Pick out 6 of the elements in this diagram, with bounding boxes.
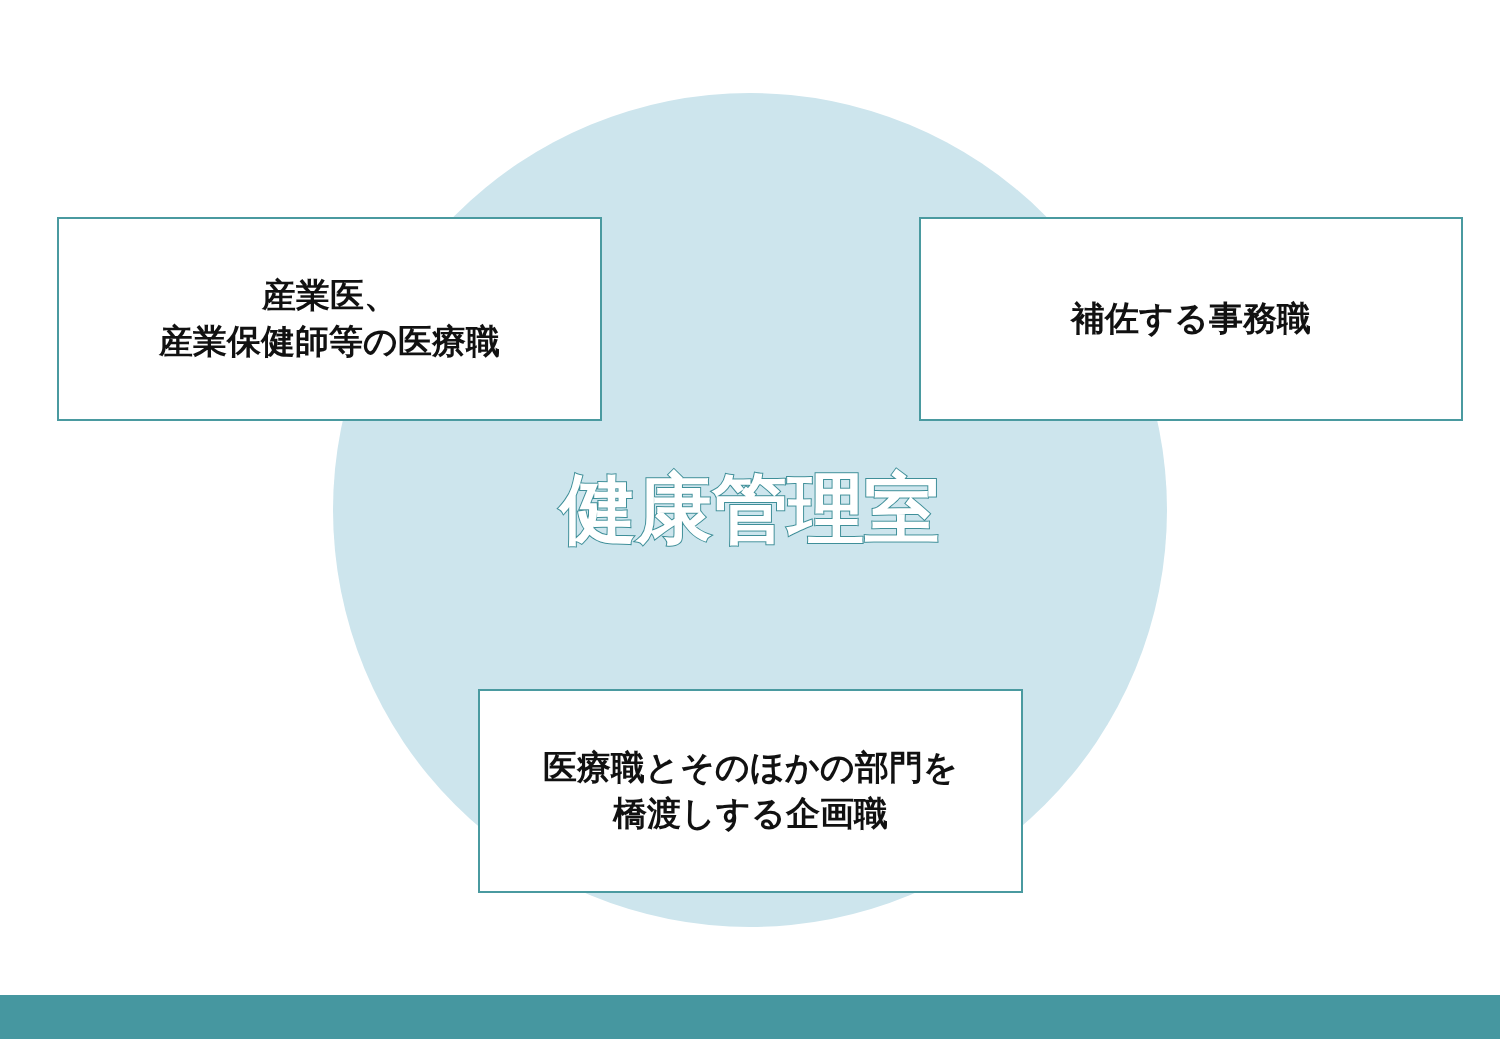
role-box	[919, 217, 1463, 421]
circle-title: 健康管理室	[560, 462, 940, 555]
role-label: 産業医、産業保健師等の医療職	[158, 274, 501, 363]
role-label: 医療職とそのほかの部門を橋渡しする企画職	[542, 746, 959, 835]
role-label: 補佐する事務職	[1071, 297, 1311, 341]
role-box	[57, 217, 602, 421]
